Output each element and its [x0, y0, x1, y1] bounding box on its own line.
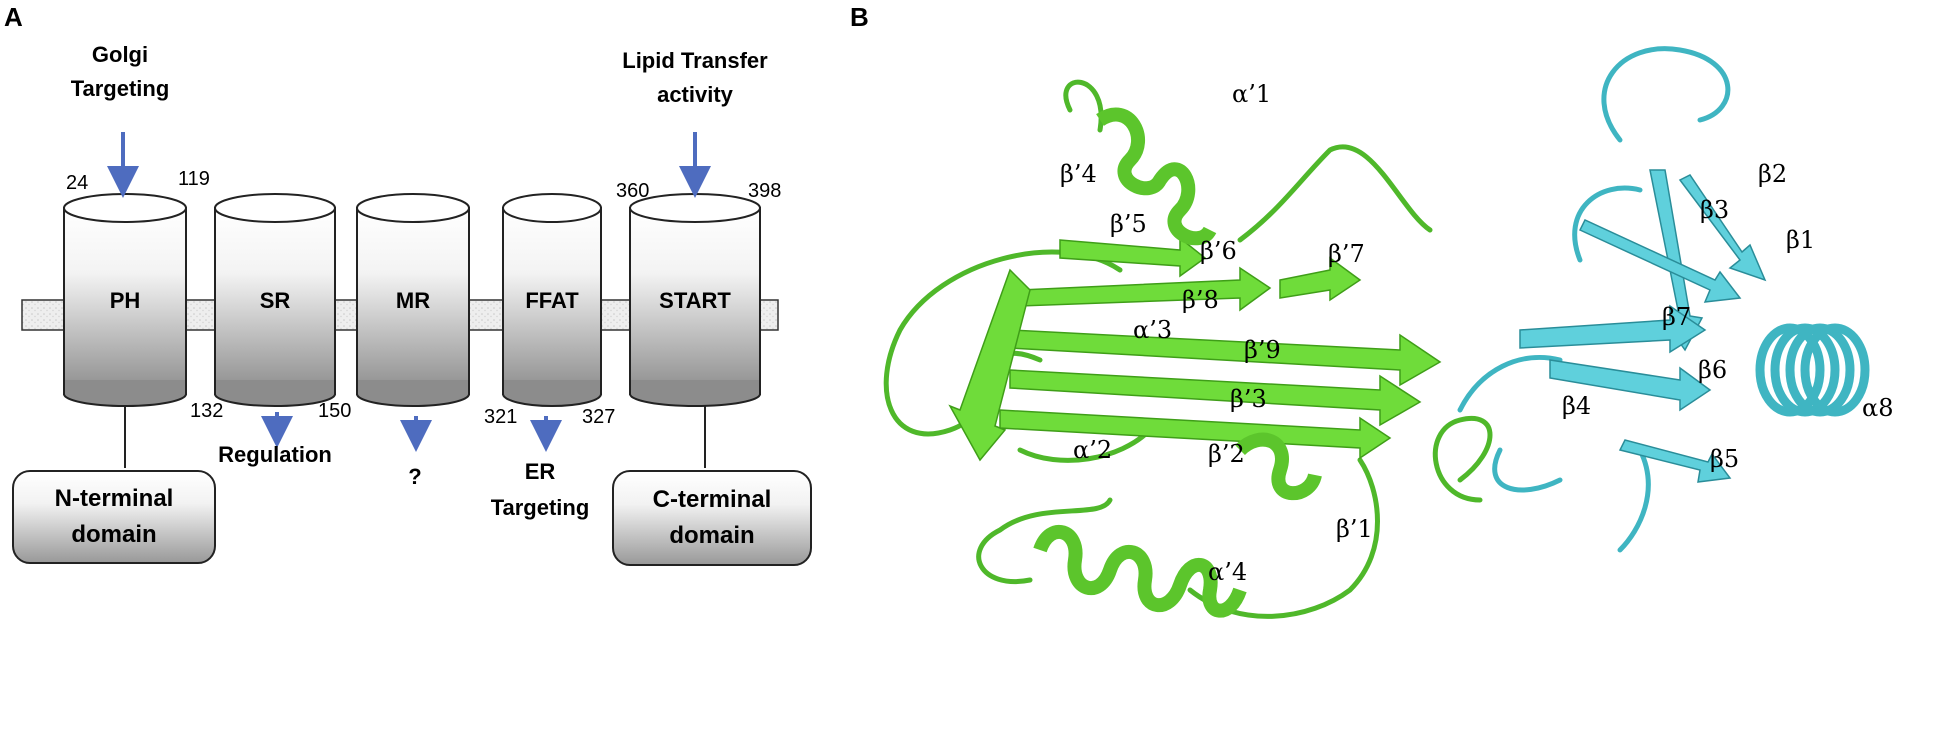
n-terminal-domain-box: N-terminal domain	[12, 470, 216, 564]
label-alpha-prime-4: α’4	[1208, 558, 1248, 586]
green-helices	[1033, 107, 1322, 618]
sr-start-number: 132	[190, 400, 224, 422]
panel-a-letter: A	[4, 2, 23, 32]
label-beta-prime-1: β’1	[1336, 515, 1373, 543]
label-beta-prime-9: β’9	[1244, 336, 1281, 364]
ffat-start-number: 321	[484, 406, 518, 428]
label-alpha-prime-3: α’3	[1133, 316, 1173, 344]
c-terminal-domain-box: C-terminal domain	[612, 470, 812, 566]
label-beta-prime-2: β’2	[1208, 440, 1245, 468]
start-label: START	[659, 288, 731, 313]
cylinder-start	[629, 193, 761, 407]
cylinder-sr	[214, 193, 336, 407]
mr-label: MR	[395, 288, 431, 313]
golgi-targeting-label: Golgi Targeting	[70, 42, 170, 101]
label-alpha-prime-2: α’2	[1073, 436, 1113, 464]
start-end-number: 398	[748, 180, 782, 202]
unknown-label: ?	[408, 464, 422, 489]
label-beta-3: β3	[1700, 196, 1730, 224]
green-beta-strands	[948, 236, 1442, 462]
domain-diagram	[21, 132, 779, 468]
label-alpha-prime-1: α’1	[1232, 80, 1272, 108]
cyan-loops	[1457, 46, 1731, 553]
sr-label: SR	[259, 288, 291, 313]
label-beta-6: β6	[1698, 356, 1728, 384]
sr-end-number: 150	[318, 400, 352, 422]
ph-end-number: 119	[178, 168, 210, 190]
ph-label: PH	[109, 288, 141, 313]
regulation-label: Regulation	[218, 442, 332, 467]
label-beta-4: β4	[1562, 392, 1592, 420]
cylinder-mr	[356, 193, 470, 407]
label-beta-2: β2	[1758, 160, 1788, 188]
label-beta-prime-8: β’8	[1182, 286, 1219, 314]
start-start-number: 360	[616, 180, 650, 202]
cylinder-ph	[63, 193, 187, 407]
label-beta-prime-5: β’5	[1110, 210, 1147, 238]
ph-start-number: 24	[66, 172, 89, 194]
label-alpha-8: α8	[1862, 394, 1894, 422]
cyan-helix	[1755, 323, 1870, 417]
lipid-transfer-label: Lipid Transfer activity	[622, 48, 768, 107]
label-beta-prime-4: β’4	[1060, 160, 1097, 188]
label-beta-1: β1	[1786, 226, 1816, 254]
label-beta-7: β7	[1662, 303, 1692, 331]
ffat-label: FFAT	[525, 288, 579, 313]
label-beta-5: β5	[1710, 445, 1740, 473]
ffat-end-number: 327	[582, 406, 616, 428]
er-targeting-label: ER Targeting	[490, 459, 590, 520]
protein-structure	[883, 46, 1870, 619]
label-beta-prime-7: β’7	[1328, 240, 1365, 268]
panel-b-letter: B	[850, 2, 869, 32]
label-beta-prime-6: β’6	[1200, 237, 1237, 265]
cylinder-ffat	[502, 193, 602, 407]
cyan-beta-strands	[1519, 169, 1767, 483]
label-beta-prime-3: β’3	[1230, 385, 1267, 413]
